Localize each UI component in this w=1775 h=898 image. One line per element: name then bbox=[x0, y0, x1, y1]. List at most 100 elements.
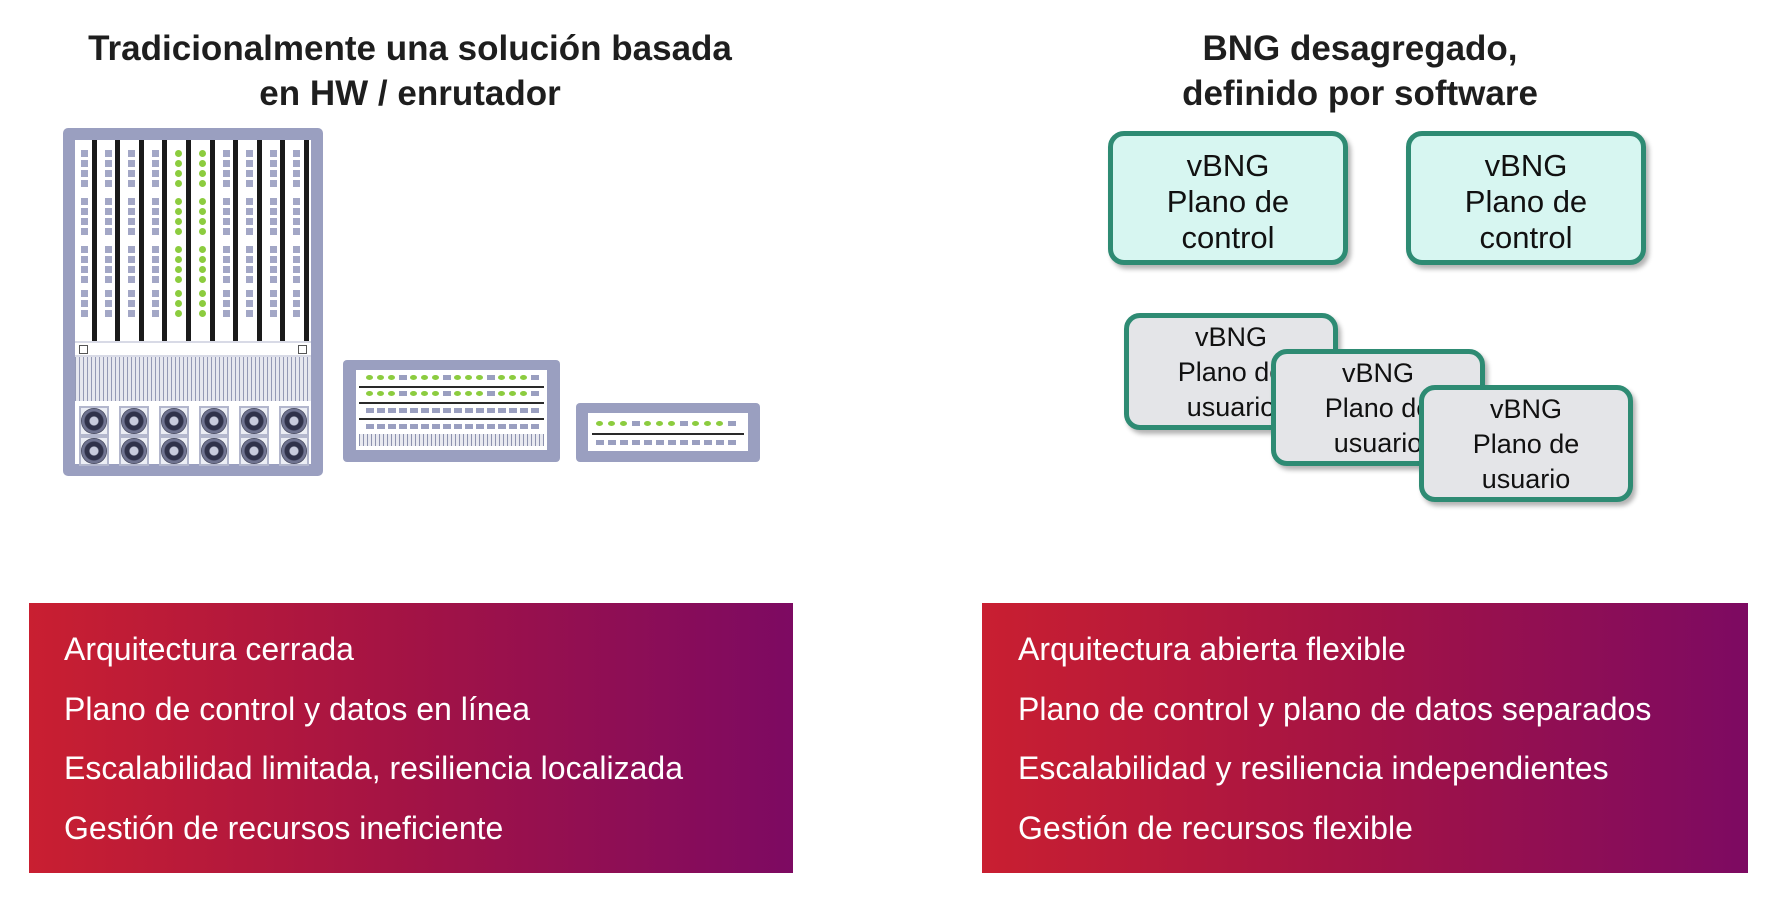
slot-divider bbox=[186, 140, 191, 341]
port-led-icon bbox=[81, 300, 88, 307]
green-led-icon bbox=[465, 391, 472, 396]
green-led-icon bbox=[199, 266, 206, 273]
port-led-icon bbox=[104, 208, 112, 215]
port-led-icon bbox=[81, 198, 88, 205]
green-led-icon bbox=[716, 421, 723, 426]
vbng-plane-type: control bbox=[1479, 220, 1573, 255]
port-led-icon bbox=[151, 290, 159, 297]
chassis-strip bbox=[75, 341, 311, 357]
port-icon bbox=[608, 440, 616, 445]
green-led-icon bbox=[520, 375, 527, 380]
port-icon bbox=[692, 440, 700, 445]
port-led-icon bbox=[104, 180, 112, 187]
port-led-icon bbox=[293, 218, 301, 225]
port-led-icon bbox=[293, 170, 301, 177]
port-led-icon bbox=[128, 160, 136, 167]
port-icon bbox=[454, 408, 462, 413]
medium-router-icon bbox=[343, 360, 560, 462]
port-led-icon bbox=[222, 160, 230, 167]
fan-icon bbox=[241, 438, 267, 464]
port-led-icon bbox=[151, 208, 159, 215]
port-icon bbox=[728, 421, 736, 426]
green-led-icon bbox=[199, 218, 206, 225]
port-led-icon bbox=[246, 276, 254, 283]
port-led-icon bbox=[81, 310, 88, 317]
port-led-icon bbox=[269, 256, 277, 263]
green-led-icon bbox=[199, 160, 206, 167]
port-led-icon bbox=[81, 246, 88, 253]
port-led-icon bbox=[269, 218, 277, 225]
port-led-icon bbox=[222, 276, 230, 283]
port-led-icon bbox=[222, 170, 230, 177]
fan-icon bbox=[121, 408, 147, 434]
port-row-divider bbox=[359, 402, 544, 404]
fan-icon bbox=[161, 408, 187, 434]
port-led-icon bbox=[269, 170, 277, 177]
port-icon bbox=[410, 424, 418, 429]
vbng-plane-line: Plano de bbox=[1324, 393, 1432, 423]
port-led-icon bbox=[246, 198, 254, 205]
port-icon bbox=[465, 408, 473, 413]
slot-divider bbox=[138, 140, 144, 341]
green-led-icon bbox=[656, 421, 663, 426]
screw-icon bbox=[298, 345, 307, 354]
slot-divider bbox=[209, 140, 215, 341]
green-led-icon bbox=[175, 266, 183, 273]
port-icon bbox=[443, 375, 451, 380]
port-led-icon bbox=[246, 266, 254, 273]
port-led-icon bbox=[151, 256, 159, 263]
vbng-name: vBNG bbox=[1489, 394, 1562, 424]
port-led-icon bbox=[246, 150, 254, 157]
port-led-icon bbox=[222, 208, 230, 215]
port-icon bbox=[366, 424, 374, 429]
port-led-icon bbox=[151, 310, 159, 317]
port-led-icon bbox=[293, 310, 301, 317]
port-led-icon bbox=[222, 290, 230, 297]
port-led-icon bbox=[128, 290, 136, 297]
port-led-icon bbox=[151, 170, 159, 177]
port-led-icon bbox=[269, 310, 277, 317]
port-led-icon bbox=[151, 228, 159, 235]
fan-icon bbox=[161, 438, 187, 464]
port-led-icon bbox=[293, 150, 301, 157]
green-led-icon bbox=[608, 421, 615, 426]
medium-router-vent bbox=[359, 434, 544, 446]
chassis-face bbox=[75, 140, 311, 466]
port-led-icon bbox=[246, 170, 254, 177]
router-chassis-icon bbox=[63, 128, 323, 476]
port-icon bbox=[531, 424, 539, 429]
port-led-icon bbox=[104, 310, 112, 317]
port-icon bbox=[668, 440, 676, 445]
port-led-icon bbox=[151, 150, 159, 157]
port-led-icon bbox=[246, 256, 254, 263]
vbng-control-plane-2: vBNG Plano de control bbox=[1406, 131, 1646, 265]
port-icon bbox=[377, 408, 385, 413]
port-icon bbox=[520, 408, 528, 413]
green-led-icon bbox=[199, 276, 206, 283]
green-led-icon bbox=[175, 300, 183, 307]
port-icon bbox=[487, 408, 495, 413]
green-led-icon bbox=[175, 310, 183, 317]
port-led-icon bbox=[222, 150, 230, 157]
fan-icon bbox=[81, 438, 107, 464]
feature-item: Arquitectura abierta flexible bbox=[1018, 631, 1406, 667]
port-led-icon bbox=[104, 246, 112, 253]
port-row-divider bbox=[592, 433, 744, 435]
port-led-icon bbox=[269, 208, 277, 215]
port-led-icon bbox=[222, 180, 230, 187]
port-icon bbox=[388, 408, 396, 413]
port-icon bbox=[680, 440, 688, 445]
small-router-face bbox=[588, 413, 748, 451]
port-led-icon bbox=[222, 310, 230, 317]
port-led-icon bbox=[269, 276, 277, 283]
vbng-name: vBNG bbox=[1341, 358, 1414, 388]
slot-divider bbox=[162, 140, 168, 341]
port-icon bbox=[728, 440, 736, 445]
vbng-name: vBNG bbox=[1484, 148, 1568, 183]
feature-item: Gestión de recursos ineficiente bbox=[64, 809, 504, 846]
traditional-title-line1: Tradicionalmente una solución basada bbox=[88, 29, 732, 68]
port-led-icon bbox=[128, 228, 136, 235]
port-led-icon bbox=[81, 290, 88, 297]
port-led-icon bbox=[151, 180, 159, 187]
green-led-icon bbox=[465, 375, 472, 380]
